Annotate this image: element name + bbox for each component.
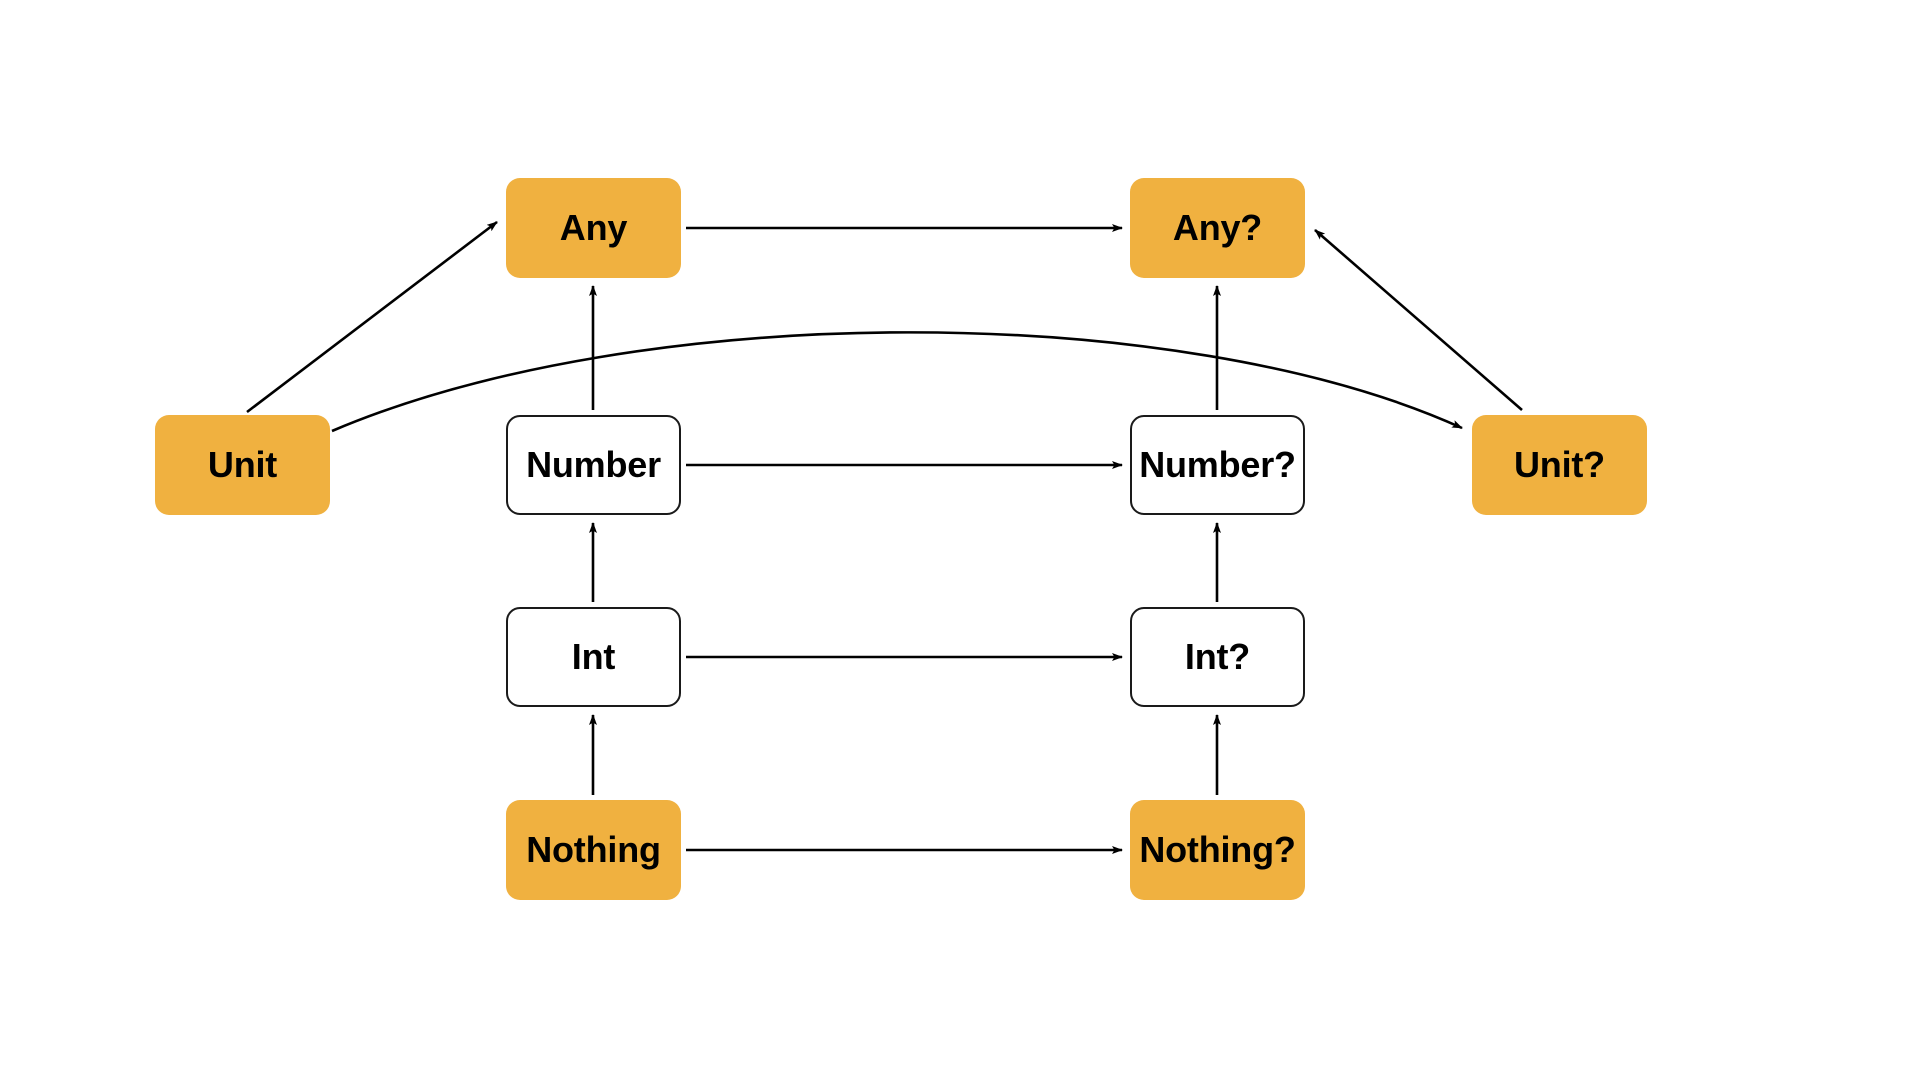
node-any[interactable]: Any xyxy=(506,178,681,278)
node-number[interactable]: Number xyxy=(506,415,681,515)
node-unit-label: Unit xyxy=(207,444,278,485)
node-any-nullable[interactable]: Any? xyxy=(1130,178,1305,278)
node-number-nullable-label: Number? xyxy=(1139,444,1296,485)
node-nothing[interactable]: Nothing xyxy=(506,800,681,900)
node-nothing-nullable-label: Nothing? xyxy=(1139,829,1296,870)
node-unit[interactable]: Unit xyxy=(155,415,330,515)
edge-unit-to-any xyxy=(246,220,498,414)
edge-unitq-to-anyq xyxy=(1314,229,1523,411)
node-any-label: Any xyxy=(559,207,628,248)
node-nothing-nullable[interactable]: Nothing? xyxy=(1130,800,1305,900)
node-unit-nullable-label: Unit? xyxy=(1514,444,1605,485)
node-int-nullable-label: Int? xyxy=(1184,636,1251,677)
node-unit-nullable[interactable]: Unit? xyxy=(1472,415,1647,515)
node-number-label: Number xyxy=(526,444,661,485)
node-nothing-label: Nothing xyxy=(526,829,661,870)
node-any-nullable-label: Any? xyxy=(1172,207,1263,248)
node-int-nullable[interactable]: Int? xyxy=(1130,607,1305,707)
node-int[interactable]: Int xyxy=(506,607,681,707)
node-int-label: Int xyxy=(571,636,616,677)
node-number-nullable[interactable]: Number? xyxy=(1130,415,1305,515)
